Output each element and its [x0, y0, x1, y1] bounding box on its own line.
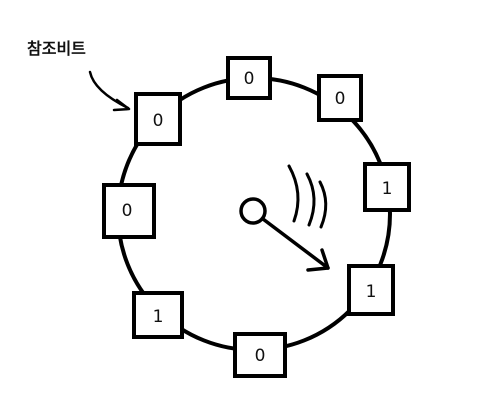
- frame-box-outline: [363, 162, 411, 212]
- reference-bit-value: 1: [382, 179, 393, 199]
- frame-box-8: 0: [102, 183, 156, 239]
- reference-bit-value: 0: [335, 89, 346, 109]
- frame-box-6: 0: [233, 332, 287, 378]
- clock-hand: [261, 217, 330, 270]
- clock-hand-pivot: [239, 197, 267, 225]
- callout-arrowhead: [112, 98, 131, 112]
- reference-bit-value: 0: [255, 346, 266, 366]
- frame-box-3: 0: [317, 74, 363, 122]
- frame-box-outline: [347, 264, 395, 316]
- frame-box-outline: [134, 92, 182, 146]
- reference-bit-label: 참조비트: [27, 39, 86, 58]
- reference-bit-value: 1: [366, 282, 377, 302]
- reference-bit-value: 0: [122, 201, 133, 221]
- frame-box-5: 1: [347, 264, 395, 316]
- reference-bit-value: 0: [244, 69, 255, 89]
- motion-line-3: [318, 180, 328, 229]
- frame-box-outline: [233, 332, 287, 378]
- frame-box-outline: [317, 74, 363, 122]
- frame-box-outline: [102, 183, 156, 239]
- frame-box-1: 0: [134, 92, 182, 146]
- reference-bit-value: 0: [153, 111, 164, 131]
- motion-line-1: [287, 164, 300, 223]
- frame-box-2: 0: [226, 56, 272, 100]
- reference-bit-value: 1: [153, 307, 164, 327]
- clock-hand-arrowhead: [306, 248, 330, 272]
- motion-line-2: [305, 172, 316, 227]
- frame-box-outline: [132, 291, 184, 339]
- frame-box-outline: [226, 56, 272, 100]
- frame-box-7: 1: [132, 291, 184, 339]
- frame-box-4: 1: [363, 162, 411, 212]
